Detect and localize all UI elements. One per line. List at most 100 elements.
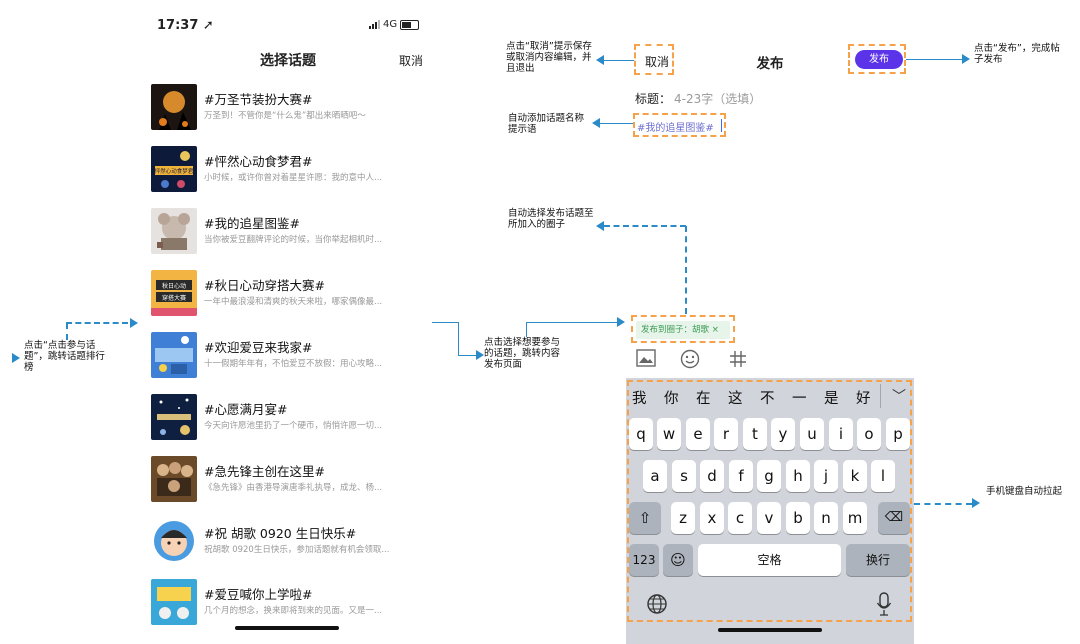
highlight-cancel (634, 44, 674, 75)
key[interactable]: h (786, 460, 810, 492)
key[interactable]: u (800, 418, 824, 450)
topic-item[interactable]: #心愿满月宴# 今天向许愿池里扔了一个硬币，悄悄许愿一切... (151, 394, 431, 442)
annotation-left: 点击“点击参与话题”，跳转话题排行榜 (24, 340, 105, 373)
topic-item[interactable]: #急先锋主创在这里# 《急先锋》由香港导演唐季礼执导，成龙、杨... (151, 456, 431, 504)
topic-desc: 万圣到！不管你是“什么鬼”都出来晒晒吧～ (204, 111, 366, 121)
topic-tag[interactable]: #我的追星图鉴# (637, 123, 714, 134)
arrow-icon (596, 221, 604, 231)
title-input[interactable]: 4-23字（选填） (674, 92, 762, 106)
image-icon[interactable] (636, 349, 656, 369)
topic-item[interactable]: 怦然心动食梦君 #怦然心动食梦君# 小时候，或许你曾对着星星许愿：我的意中人..… (151, 146, 431, 194)
key[interactable]: f (729, 460, 753, 492)
microphone-icon[interactable] (876, 592, 892, 620)
candidate-word[interactable]: 在 (696, 391, 711, 407)
arrow-icon (617, 317, 625, 327)
annotation-circle: 自动选择发布话题至所加入的圈子 (508, 208, 594, 230)
connector-line (458, 355, 476, 356)
globe-icon[interactable] (646, 593, 668, 619)
emoji-icon[interactable] (680, 349, 700, 369)
battery-icon (400, 19, 420, 30)
key[interactable]: m (843, 502, 867, 534)
number-key[interactable]: 123 (629, 544, 659, 576)
connector-line (526, 323, 527, 337)
annotation-cancel: 点击“取消”提示保存或取消内容编辑，并且退出 (506, 41, 592, 74)
key[interactable]: c (728, 502, 752, 534)
key[interactable]: p (886, 418, 910, 450)
topic-item[interactable]: #祝 胡歌 0920 生日快乐# 祝胡歌 0920生日快乐，参加话题就有机会领取… (151, 518, 431, 566)
key[interactable]: k (843, 460, 867, 492)
key[interactable]: e (686, 418, 710, 450)
topic-item[interactable]: #爱豆喊你上学啦# 几个月的想念，换来即将到来的见面。又是一... (151, 579, 431, 627)
topic-title: #爱豆喊你上学啦# (204, 587, 313, 602)
key[interactable]: g (757, 460, 781, 492)
topic-desc: 今天向许愿池里扔了一个硬币，悄悄许愿一切... (204, 421, 383, 431)
status-time: 17:37 ➚ (157, 18, 214, 33)
topic-thumbnail (151, 456, 197, 502)
key[interactable]: v (757, 502, 781, 534)
backspace-key[interactable]: ⌫ (878, 502, 910, 534)
chevron-down-icon[interactable]: ﹀ (892, 389, 906, 405)
key[interactable]: s (672, 460, 696, 492)
space-key[interactable]: 空格 (698, 544, 841, 576)
candidate-word[interactable]: 一 (792, 391, 807, 407)
hash-icon[interactable] (728, 349, 748, 369)
connector-line (526, 322, 618, 323)
candidate-word[interactable]: 这 (728, 391, 743, 407)
publish-screen: 取消 发布 发布 标题： 4-23字（选填） #我的追星图鉴# 发布到圈子：胡歌… (626, 0, 914, 644)
thumb-text: 怦然心动食梦君 (155, 167, 194, 175)
publish-button[interactable]: 发布 (855, 50, 903, 69)
key[interactable]: n (814, 502, 838, 534)
thumb-text: 秋日心动 (162, 282, 186, 290)
topic-item[interactable]: 秋日心动穿搭大赛 #秋日心动穿搭大赛# 一年中最浪漫和清爽的秋天来啦，哪家偶像最… (151, 270, 431, 318)
emoji-key-icon[interactable]: ☺ (663, 544, 693, 576)
key[interactable]: b (786, 502, 810, 534)
key[interactable]: j (814, 460, 838, 492)
candidate-word[interactable]: 你 (664, 391, 679, 407)
connector-line (604, 225, 686, 227)
topic-item[interactable]: #我的追星图鉴# 当你被爱豆翻牌评论的时候，当你举起相机时... (151, 208, 431, 256)
signal-icon (369, 20, 380, 29)
topic-thumbnail: 怦然心动食梦君 (151, 146, 197, 192)
key[interactable]: l (871, 460, 895, 492)
topic-title: #秋日心动穿搭大赛# (204, 278, 325, 293)
shift-key[interactable]: ⇧ (629, 502, 661, 534)
arrow-icon (12, 353, 20, 363)
candidate-word[interactable]: 好 (856, 391, 871, 407)
key[interactable]: t (743, 418, 767, 450)
key[interactable]: x (700, 502, 724, 534)
connector-line (906, 59, 964, 60)
topic-title: #心愿满月宴# (204, 402, 288, 417)
home-indicator (718, 628, 822, 632)
arrow-icon (962, 54, 970, 64)
topic-item[interactable]: #万圣节装扮大赛# 万圣到！不管你是“什么鬼”都出来晒晒吧～ (151, 84, 431, 132)
key[interactable]: y (771, 418, 795, 450)
candidate-word[interactable]: 是 (824, 391, 839, 407)
annotation-publish: 点击“发布”，完成帖子发布 (974, 43, 1060, 65)
highlight-publish (848, 44, 906, 74)
cancel-button[interactable]: 取消 (645, 55, 670, 69)
key[interactable]: a (643, 460, 667, 492)
candidate-word[interactable]: 不 (760, 391, 775, 407)
key[interactable]: i (829, 418, 853, 450)
return-key[interactable]: 换行 (846, 544, 910, 576)
highlight-topic (633, 113, 726, 137)
thumb-text: 穿搭大赛 (162, 294, 186, 302)
candidate-word[interactable]: 我 (632, 391, 647, 407)
arrow-icon (972, 498, 980, 508)
cancel-button[interactable]: 取消 (399, 54, 424, 68)
key[interactable]: d (700, 460, 724, 492)
topic-title: #欢迎爱豆来我家# (204, 340, 313, 355)
key[interactable]: z (671, 502, 695, 534)
key[interactable]: w (657, 418, 681, 450)
circle-chip[interactable]: 发布到圈子：胡歌 × (636, 321, 730, 339)
connector-line (458, 322, 459, 355)
highlight-circle (631, 315, 735, 343)
topic-item[interactable]: #欢迎爱豆来我家# 十一假期年年有，不怕爱豆不放假：用心攻略... (151, 332, 431, 380)
topic-desc: 小时候，或许你曾对着星星许愿：我的意中人... (204, 173, 383, 183)
key[interactable]: r (714, 418, 738, 450)
topic-title: #万圣节装扮大赛# (204, 92, 313, 107)
key[interactable]: o (857, 418, 881, 450)
text-cursor (721, 119, 722, 132)
key[interactable]: q (629, 418, 653, 450)
topic-title: #急先锋主创在这里# (204, 464, 325, 479)
